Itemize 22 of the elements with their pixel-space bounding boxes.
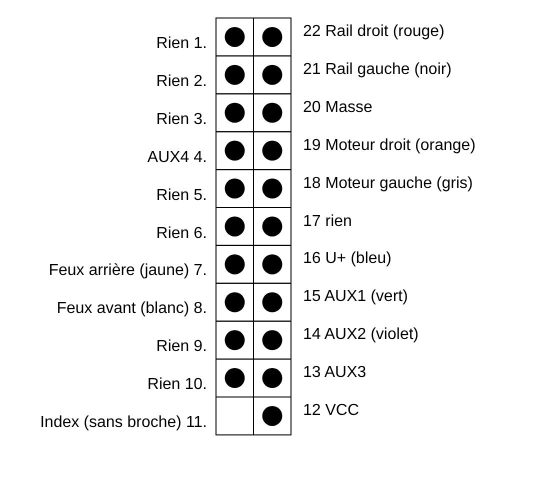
pin-label: 15 AUX1 (vert): [303, 287, 408, 308]
pin-label: Rien 2.: [156, 72, 207, 92]
pin-label: Index (sans broche) 11.: [40, 413, 207, 433]
pin-label: 14 AUX2 (violet): [303, 325, 419, 346]
pin-label: 21 Rail gauche (noir): [303, 60, 452, 80]
pin-label: 22 Rail droit (rouge): [303, 22, 444, 42]
pin-label: Rien 1.: [156, 34, 207, 54]
pin-label: 17 rien: [303, 212, 352, 232]
pin-label: Rien 5.: [156, 186, 207, 206]
pin-label: 19 Moteur droit (orange): [303, 136, 476, 156]
pin-label: Rien 6.: [156, 224, 207, 244]
pin-label: Feux avant (blanc) 8.: [56, 299, 207, 320]
pin-label: AUX4 4.: [147, 148, 207, 168]
pin-label: 12 VCC: [303, 401, 360, 421]
pin-label: 18 Moteur gauche (gris): [303, 174, 473, 194]
pin-label: Rien 9.: [156, 337, 207, 358]
pin-label: Rien 3.: [156, 110, 207, 130]
pin-label: Feux arrière (jaune) 7.: [48, 261, 207, 282]
pin-label: 20 Masse: [303, 98, 372, 118]
pin-label: 13 AUX3: [303, 363, 366, 384]
pin-label: 16 U+ (bleu): [303, 249, 392, 270]
pin-label: Rien 10.: [147, 375, 207, 396]
